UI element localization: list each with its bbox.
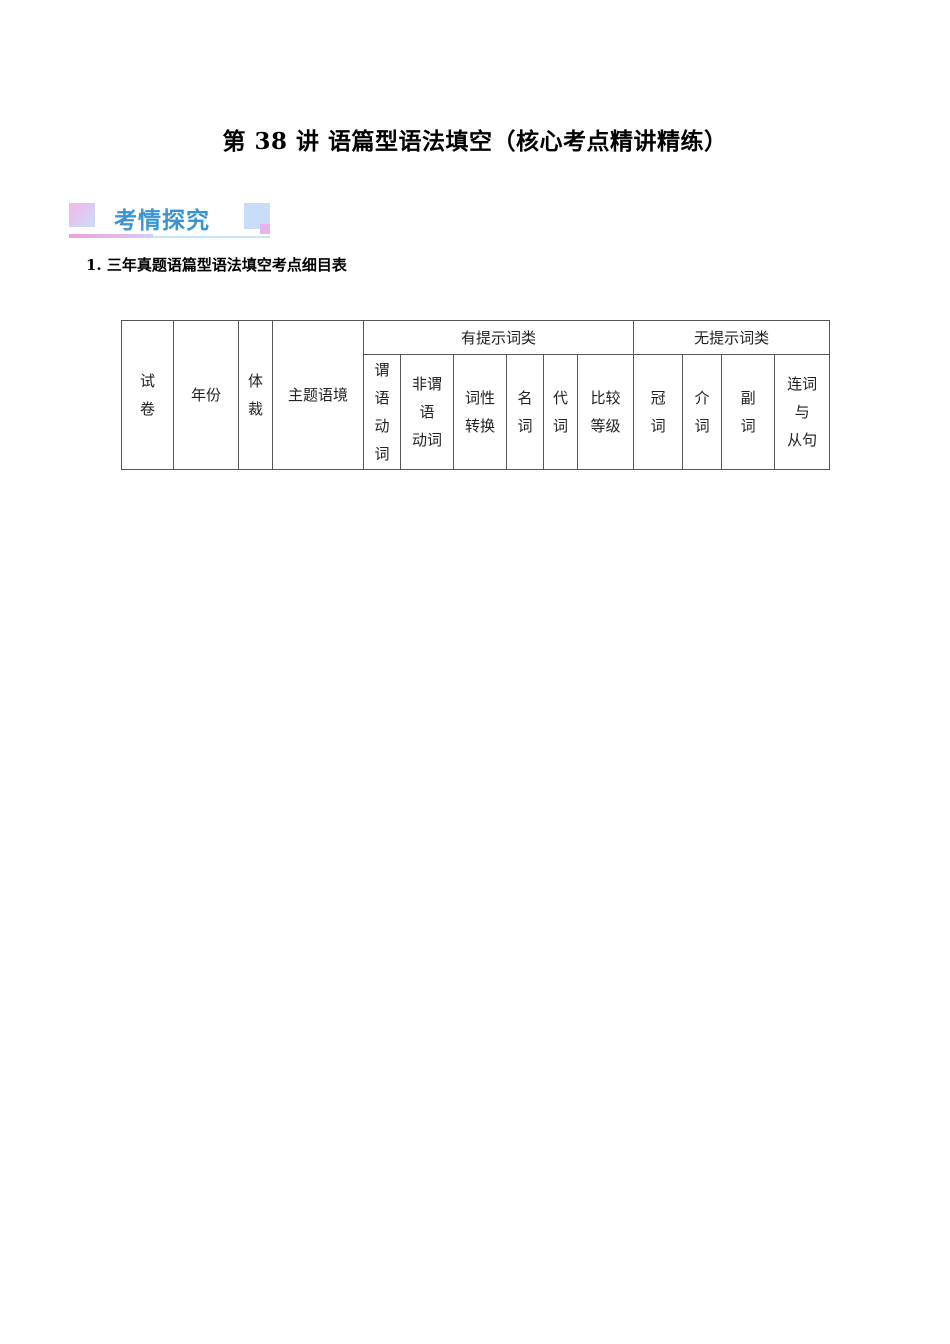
header-group-without-hints: 无提示词类 — [633, 320, 831, 355]
header-cell-preposition: 介 词 — [682, 354, 723, 470]
header-cell-paper: 试 卷 — [121, 320, 174, 470]
table-header-row-1: 试 卷 年份 体 裁 主题语境 有提示词类 无提示词类 — [121, 320, 831, 470]
header-cell-adverb: 副 词 — [721, 354, 776, 470]
header-cell-theme-context: 主题语境 — [272, 320, 364, 470]
banner-decoration-corner — [260, 224, 270, 234]
header-cell-predicate-verb: 谓 语 动 词 — [363, 354, 401, 470]
header-cell-article: 冠 词 — [633, 354, 684, 470]
header-cell-part-of-speech-conversion: 词性 转换 — [453, 354, 507, 470]
header-cell-genre: 体 裁 — [238, 320, 273, 470]
header-cell-comparison: 比较 等级 — [576, 354, 635, 470]
banner-label: 考情探究 — [114, 208, 210, 234]
section-heading: 1. 三年真题语篇型语法填空考点细目表 — [86, 256, 347, 274]
banner-underline — [153, 236, 270, 238]
header-cell-conjunction-clause: 连词 与 从句 — [774, 354, 831, 470]
section-banner: 考情探究 — [66, 200, 272, 242]
page-title: 第 38 讲 语篇型语法填空（核心考点精讲精练） — [222, 128, 728, 155]
header-cell-noun: 名 词 — [506, 354, 544, 470]
banner-underline-accent — [69, 234, 153, 238]
header-cell-year: 年份 — [173, 320, 239, 470]
banner-decoration-left — [69, 203, 95, 227]
header-cell-non-predicate-verb: 非谓 语 动词 — [400, 354, 454, 470]
exam-points-table: 试 卷 年份 体 裁 主题语境 有提示词类 无提示词类 谓 语 动 词 非谓 语… — [121, 320, 831, 470]
header-group-with-hints: 有提示词类 — [362, 320, 635, 355]
table-header-row-2: 谓 语 动 词 非谓 语 动词 词性 转换 名 词 代 词 比较 等级 冠 词 … — [122, 354, 831, 470]
header-cell-pronoun: 代 词 — [543, 354, 578, 470]
